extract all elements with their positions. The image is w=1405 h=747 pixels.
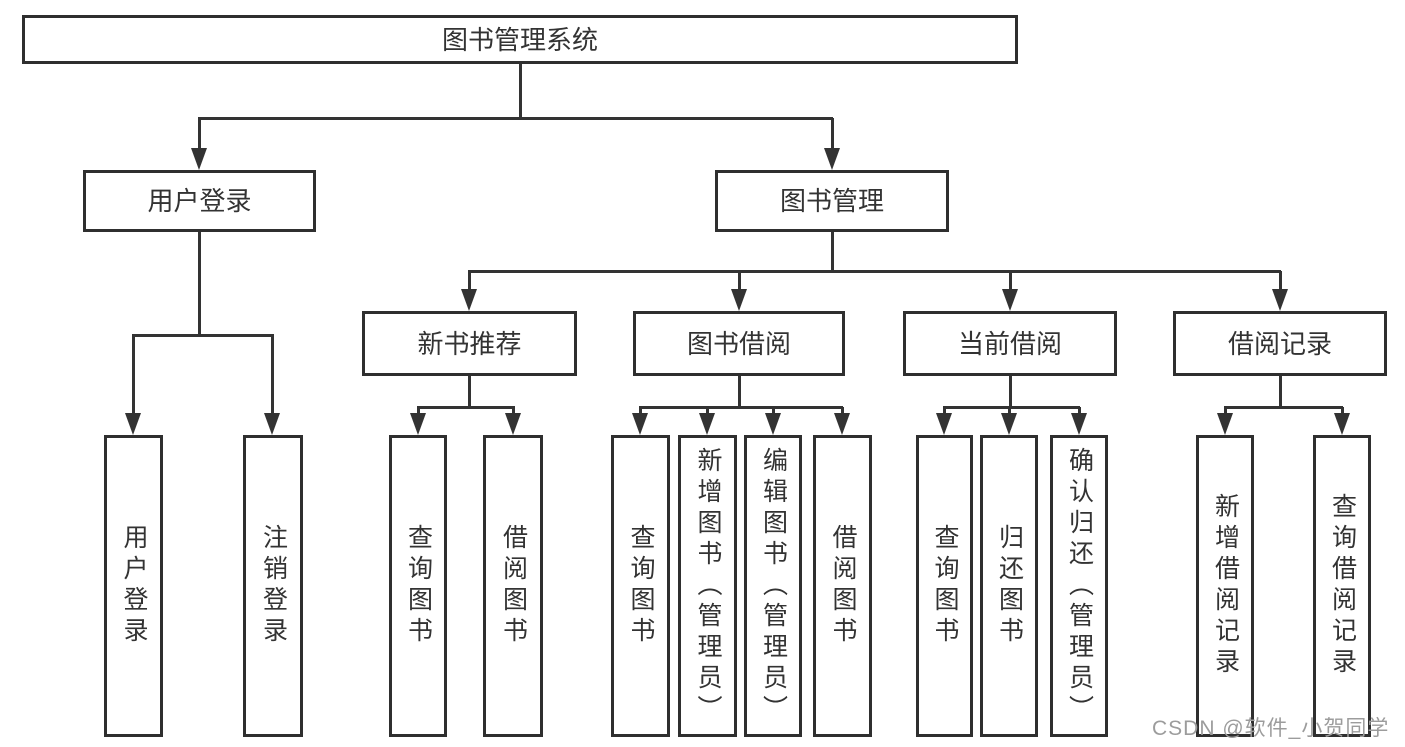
edge-line	[519, 64, 522, 119]
edge-line	[468, 270, 1281, 273]
edge-line	[468, 271, 471, 295]
arrowhead-down-icon	[731, 289, 747, 311]
leaf-borrow-books-recommendation: 借阅图书	[483, 435, 543, 737]
edge-line	[198, 232, 201, 336]
edge-line	[1224, 406, 1343, 409]
edge-line	[1279, 271, 1282, 295]
leaf-user-login: 用户登录	[104, 435, 163, 737]
arrowhead-down-icon	[1071, 413, 1087, 435]
arrowhead-down-icon	[765, 413, 781, 435]
arrowhead-down-icon	[936, 413, 952, 435]
node-borrowing-records: 借阅记录	[1173, 311, 1387, 376]
node-new-book-recommendation: 新书推荐	[362, 311, 577, 376]
arrowhead-down-icon	[824, 148, 840, 170]
arrowhead-down-icon	[1217, 413, 1233, 435]
leaf-query-borrowing-record: 查询借阅记录	[1313, 435, 1371, 737]
arrowhead-down-icon	[264, 413, 280, 435]
arrowhead-down-icon	[1272, 289, 1288, 311]
arrowhead-down-icon	[632, 413, 648, 435]
edge-line	[738, 376, 741, 408]
arrowhead-down-icon	[125, 413, 141, 435]
leaf-edit-books-admin: 编辑图书（管理员）	[744, 435, 802, 737]
leaf-query-books-borrowing: 查询图书	[611, 435, 670, 737]
arrowhead-down-icon	[1002, 289, 1018, 311]
edge-line	[639, 406, 843, 409]
arrowhead-down-icon	[461, 289, 477, 311]
edge-line	[198, 117, 833, 120]
leaf-add-books-admin: 新增图书（管理员）	[678, 435, 737, 737]
edge-line	[468, 376, 471, 408]
node-library-management-system: 图书管理系统	[22, 15, 1018, 64]
leaf-borrow-books: 借阅图书	[813, 435, 872, 737]
leaf-return-books: 归还图书	[980, 435, 1038, 737]
arrowhead-down-icon	[834, 413, 850, 435]
arrowhead-down-icon	[699, 413, 715, 435]
edge-line	[1279, 376, 1282, 408]
node-user-login: 用户登录	[83, 170, 316, 232]
edge-line	[198, 118, 201, 156]
leaf-logout: 注销登录	[243, 435, 303, 737]
node-book-borrowing: 图书借阅	[633, 311, 845, 376]
edge-line	[1009, 376, 1012, 408]
arrowhead-down-icon	[191, 148, 207, 170]
csdn-watermark: CSDN @软件_小贺同学	[1152, 717, 1390, 740]
edge-line	[132, 334, 274, 337]
edge-line	[271, 335, 274, 417]
edge-line	[831, 232, 834, 272]
node-current-borrowing: 当前借阅	[903, 311, 1117, 376]
edge-line	[943, 406, 1080, 409]
leaf-confirm-return-admin: 确认归还（管理员）	[1050, 435, 1108, 737]
arrowhead-down-icon	[1001, 413, 1017, 435]
edge-line	[738, 271, 741, 295]
edge-line	[417, 406, 515, 409]
edge-line	[132, 335, 135, 417]
edge-line	[1009, 271, 1012, 295]
arrowhead-down-icon	[410, 413, 426, 435]
arrowhead-down-icon	[505, 413, 521, 435]
edge-line	[831, 118, 834, 156]
arrowhead-down-icon	[1334, 413, 1350, 435]
node-book-management: 图书管理	[715, 170, 949, 232]
leaf-query-books-current: 查询图书	[916, 435, 973, 737]
leaf-query-books-recommendation: 查询图书	[389, 435, 447, 737]
leaf-add-borrowing-record: 新增借阅记录	[1196, 435, 1254, 737]
